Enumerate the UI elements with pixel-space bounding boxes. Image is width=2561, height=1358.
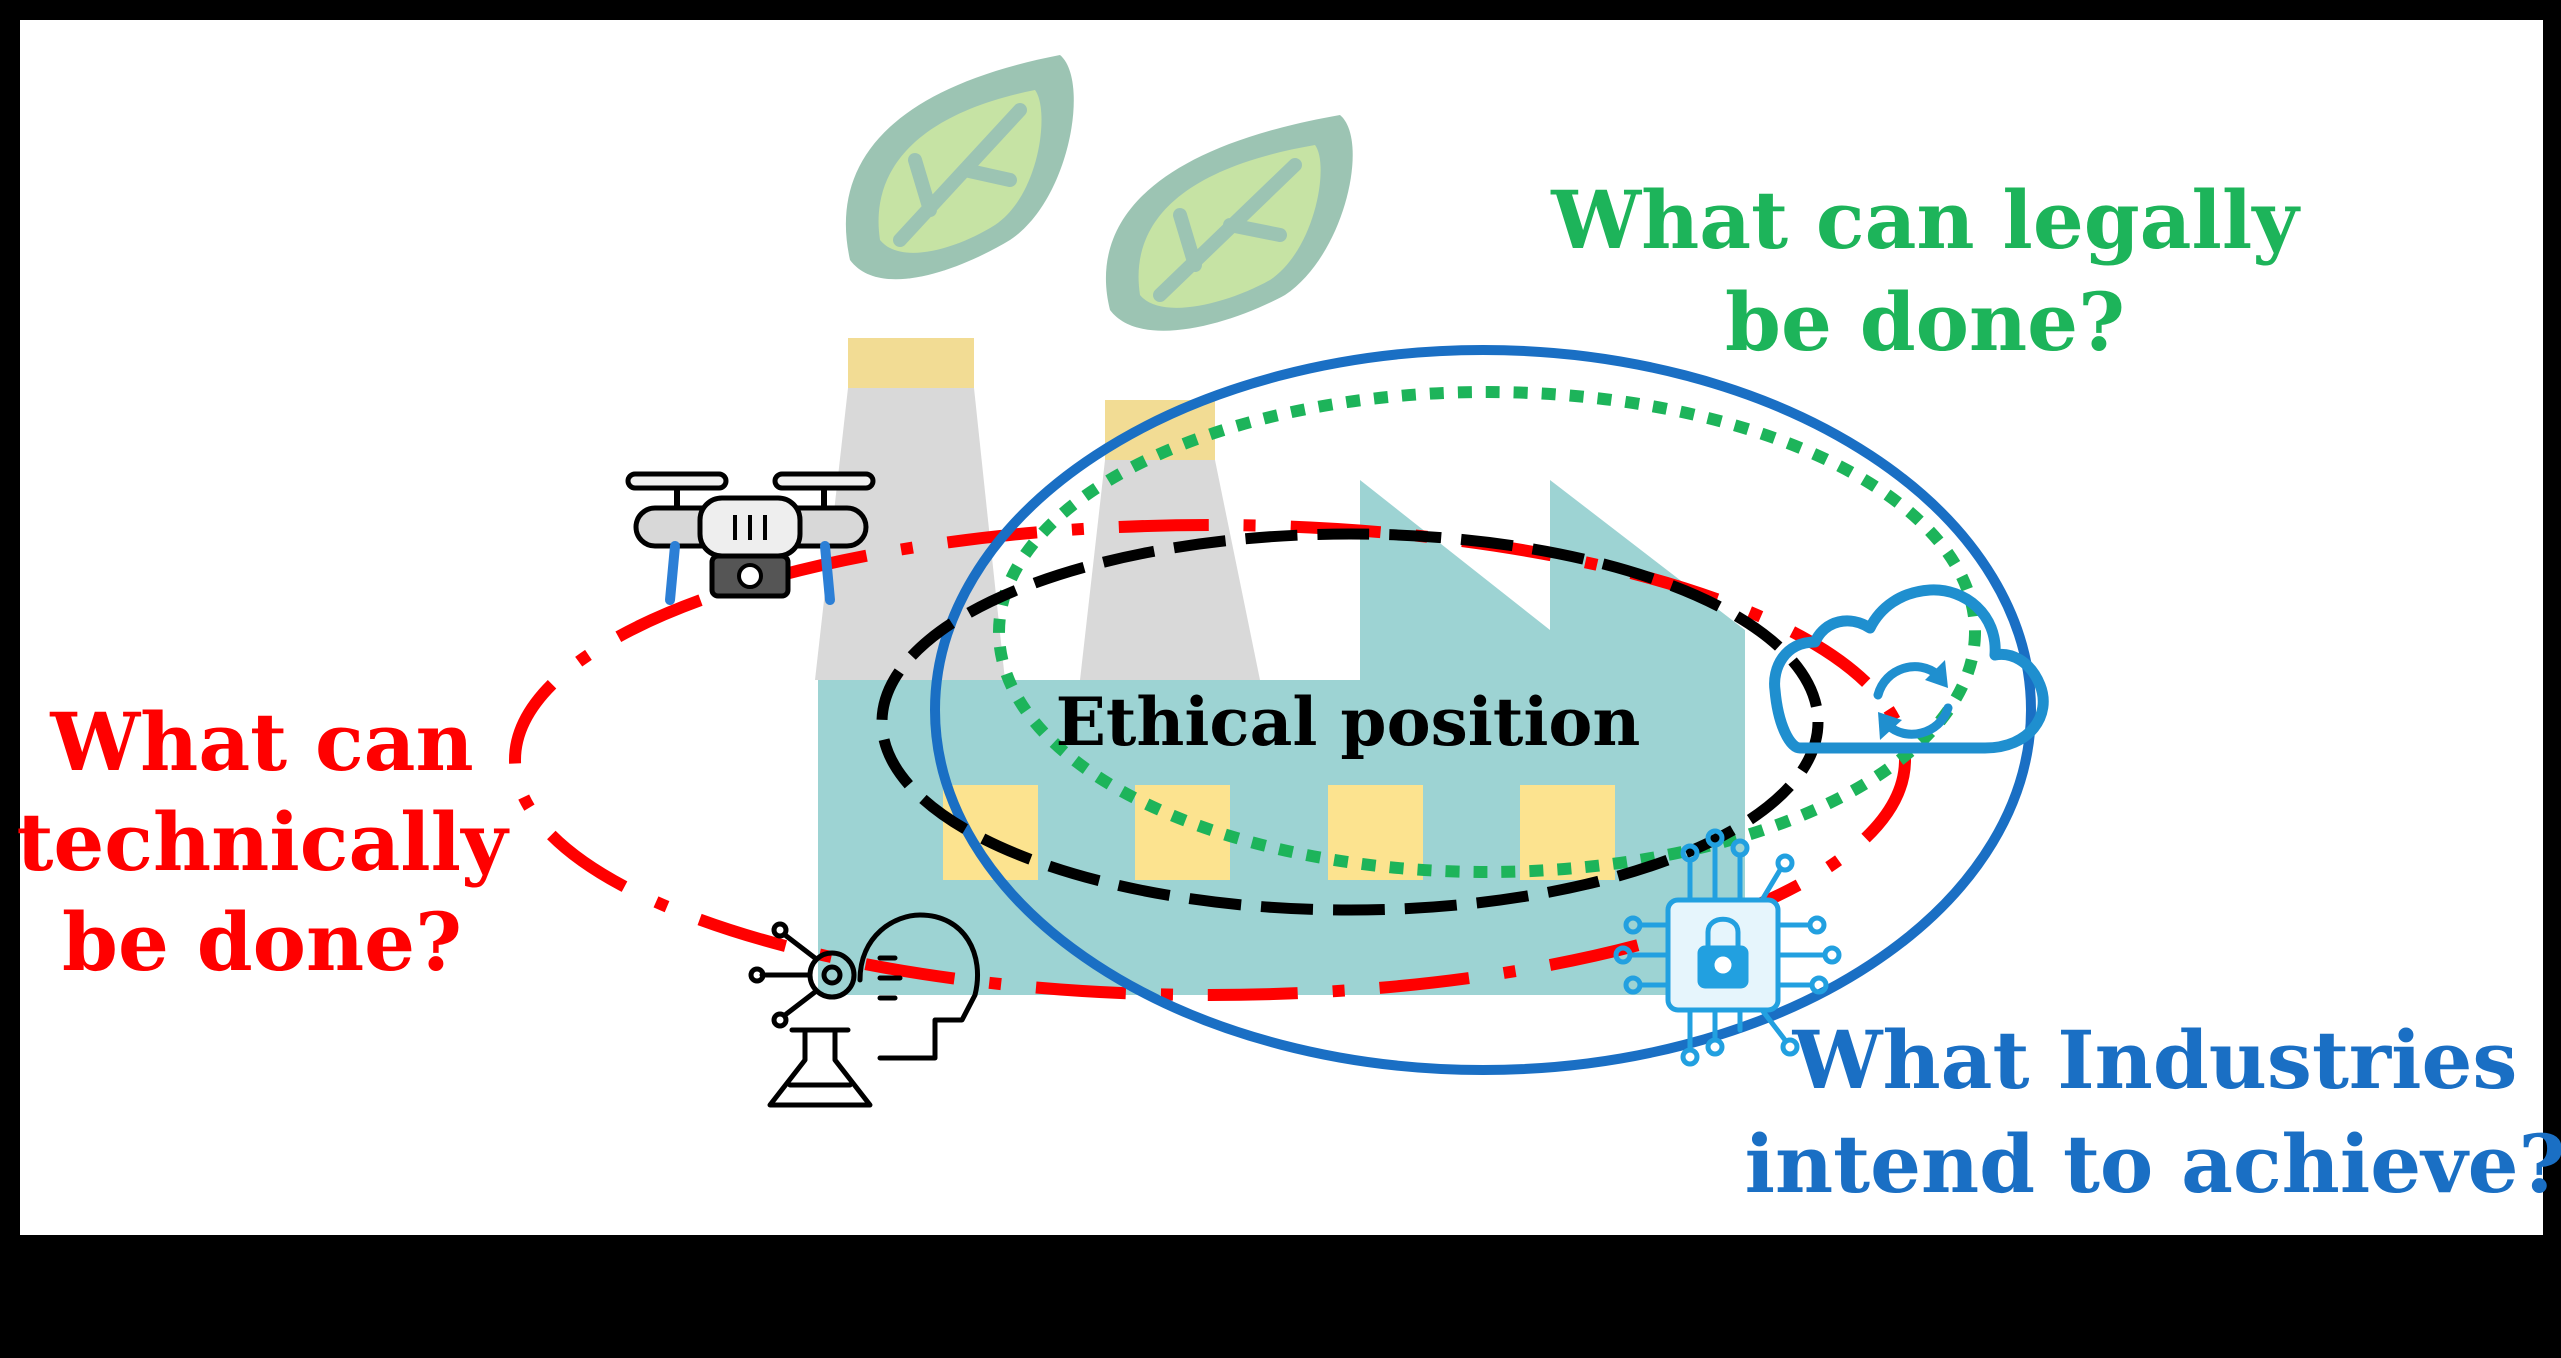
legal-label-line-1: What can legally: [1550, 173, 2301, 267]
technical-label-line-1: What can: [49, 695, 473, 789]
legal-label-line-2: be done?: [1725, 275, 2125, 369]
legal-boundary-ellipse: [993, 386, 1981, 878]
industry-label-line-2: intend to achieve?: [1745, 1117, 2561, 1211]
leaf-icon: [1105, 115, 1353, 331]
industry-intent-ellipse: [930, 345, 2036, 1075]
technical-label-line-2: technically: [16, 795, 510, 889]
security-chip-icon: [1613, 828, 1842, 1067]
cloud-sync-icon: [1769, 584, 2049, 754]
ethical-position-ellipse: [876, 528, 1824, 916]
technical-label-line-3: be done?: [62, 895, 462, 989]
leaf-icon: [845, 55, 1074, 280]
ai-scientist-icon: [748, 912, 981, 1108]
drone-icon: [625, 471, 876, 605]
ethical-position-label: Ethical position: [1056, 683, 1641, 761]
industry-label-line-1: What Industries: [1792, 1013, 2518, 1107]
